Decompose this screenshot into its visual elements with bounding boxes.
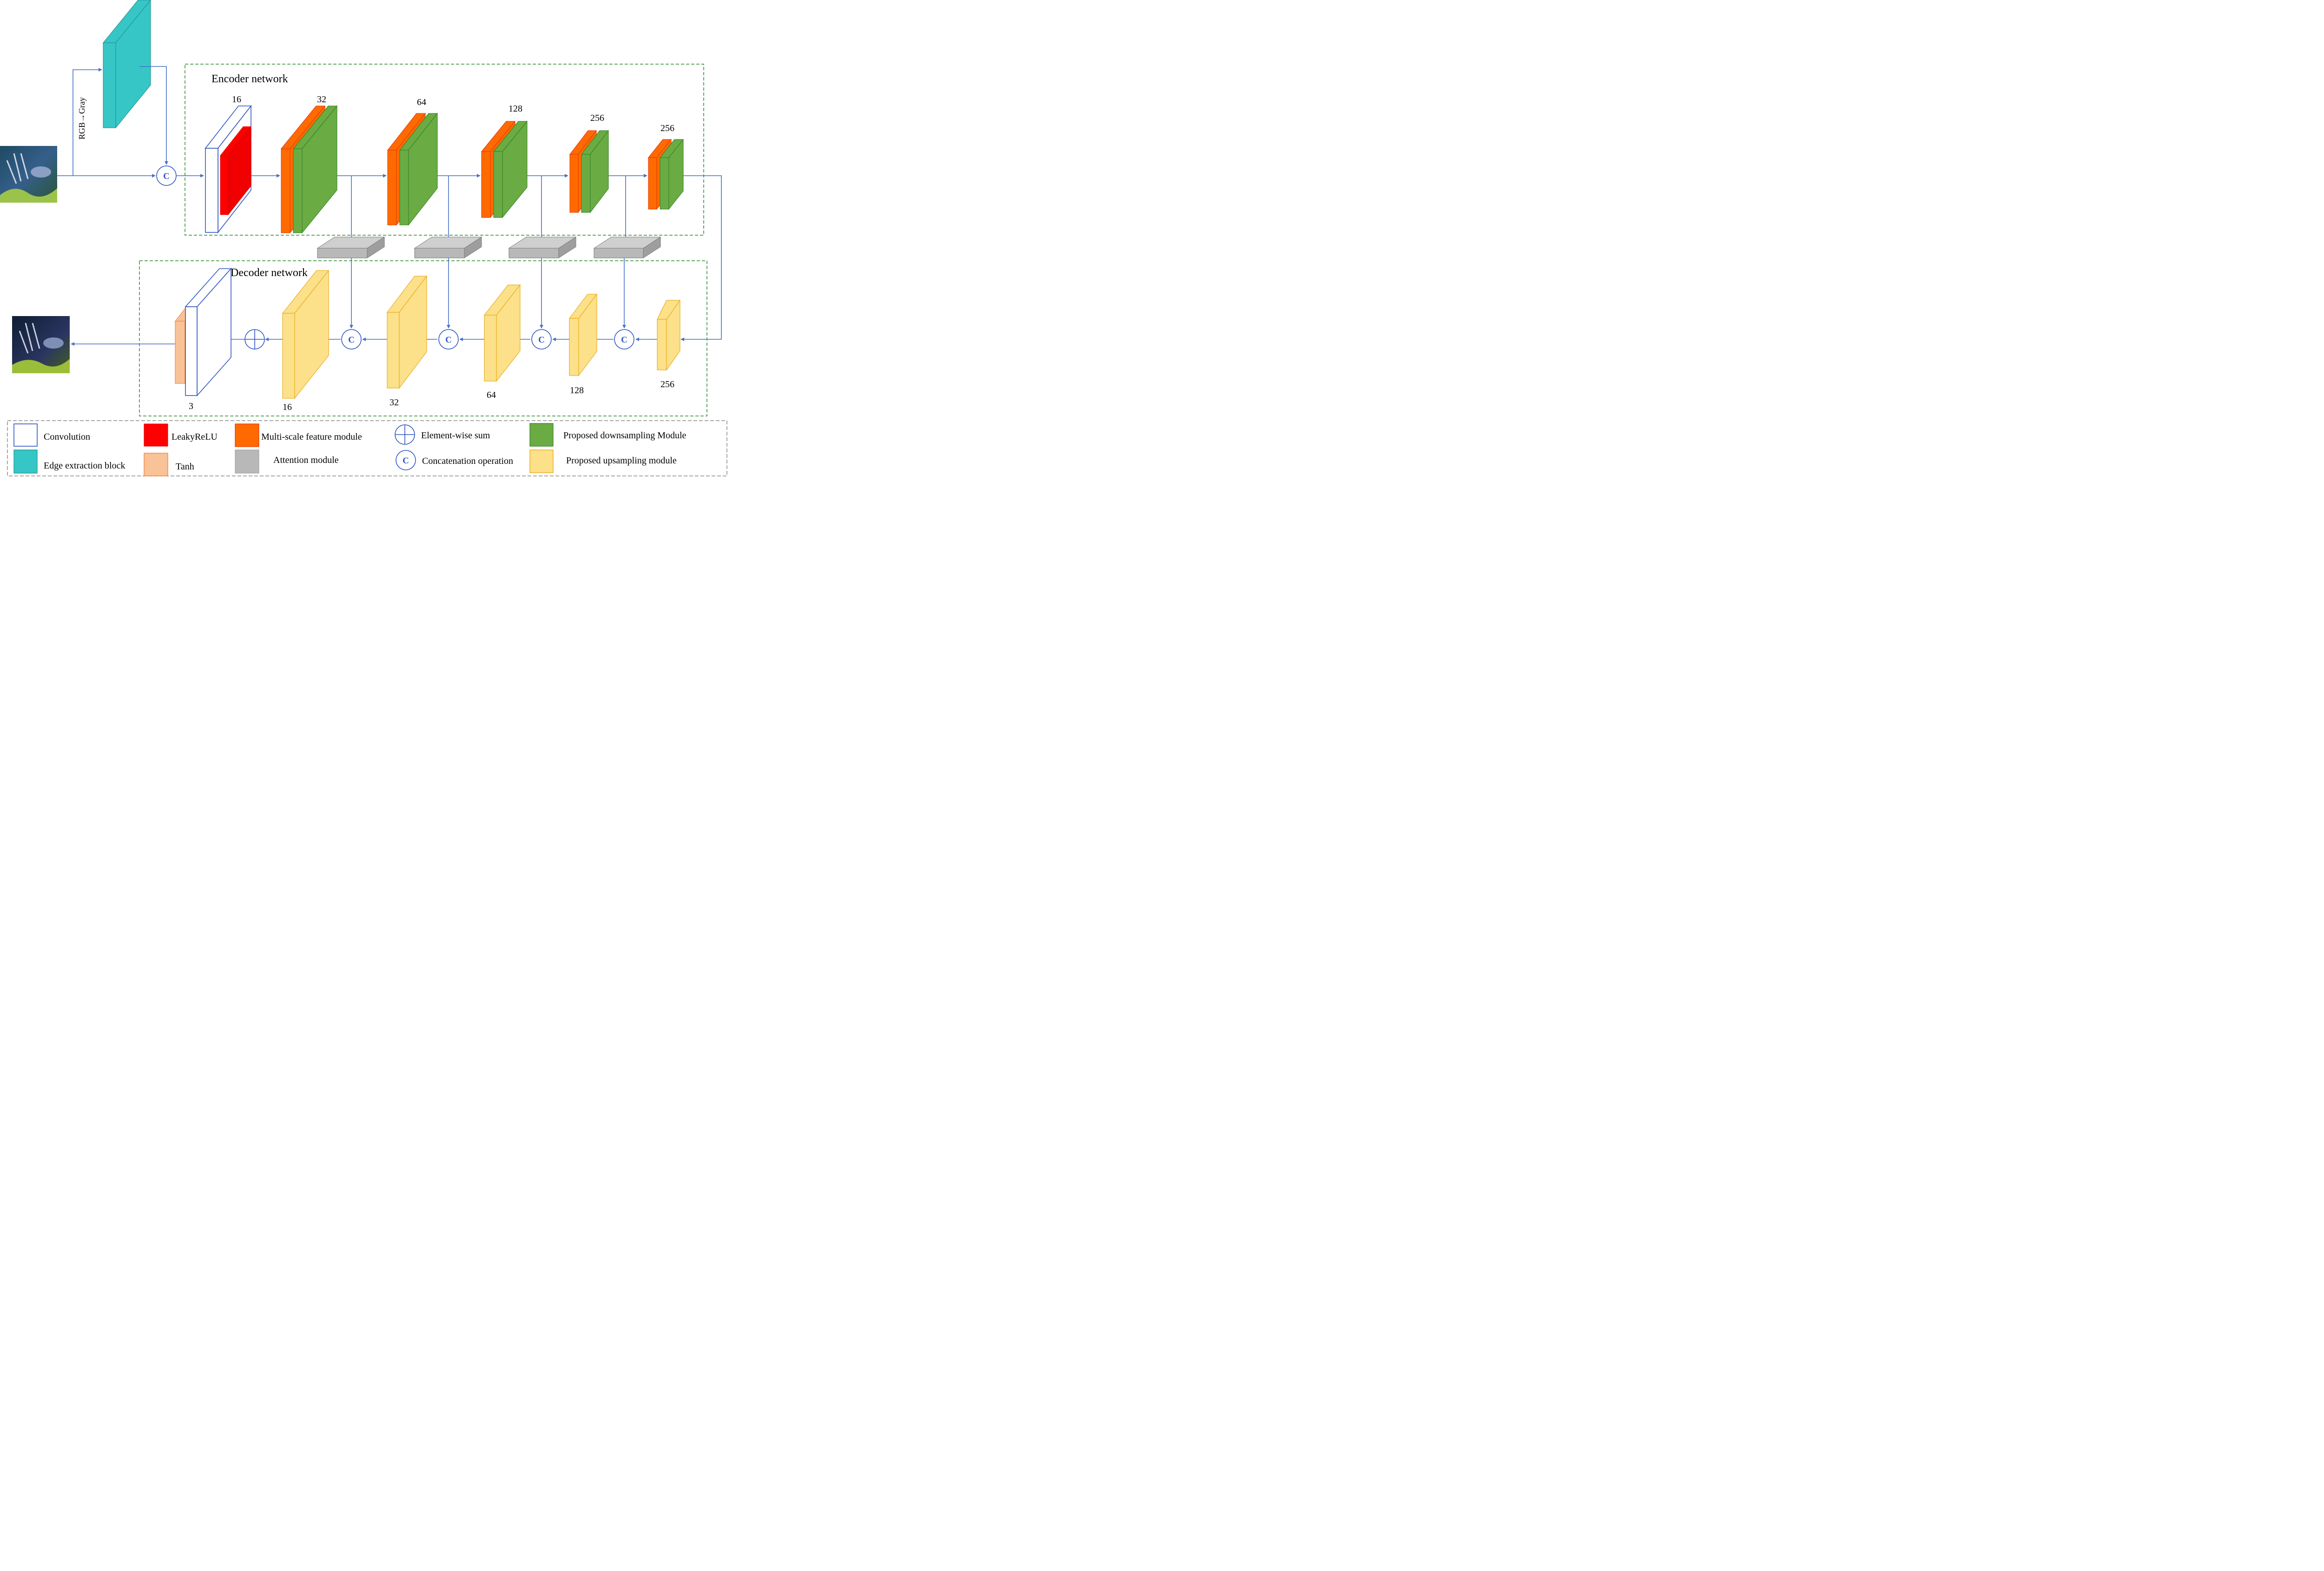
legend-label: Attention module [273,455,339,465]
concat-node: C [156,165,177,186]
encoder-channel-label: 128 [508,104,522,114]
decoder-channel-label: 16 [283,402,292,412]
encoder-channel-label: 256 [660,123,674,133]
legend-item-multiscale: Multi-scale feature module [235,423,362,447]
legend-swatch-tanh [144,453,168,476]
decoder-channel-label: 32 [390,397,399,408]
decoder-section-border [139,260,707,416]
decoder-output-conv-3 [174,267,232,397]
svg-text:C: C [403,456,409,466]
legend-label: Proposed upsampling module [566,455,677,466]
decoder-upsampling-256 [657,299,680,371]
encoder-block-64 [387,112,438,226]
legend-label: Convolution [44,432,90,442]
attention-module [317,237,385,258]
legend-label: Tanh [176,462,194,472]
svg-text:C: C [163,172,170,181]
encoder-flow-lines [57,66,722,341]
decoder-channel-label: 128 [570,385,584,396]
encoder-channel-label: 32 [317,94,326,105]
network-architecture-diagram: Encoder network Decoder network RGB→Gray [0,0,727,476]
legend-item-element-sum: Element-wise sum [395,424,490,445]
decoder-upsampling-16 [282,270,330,399]
output-image [12,316,70,373]
legend-swatch-downsampling [529,423,554,447]
legend-border [7,420,727,476]
legend-swatch-concat-icon: C [396,450,416,470]
concat-node: C [531,329,552,350]
edge-extraction-block [102,0,151,129]
encoder-block-32 [280,105,338,234]
decoder-channel-label: 64 [487,390,496,400]
legend-swatch-edge-extraction [13,449,38,474]
encoder-title: Encoder network [211,73,288,85]
legend-item-downsampling: Proposed downsampling Module [529,423,687,447]
encoder-section-border [185,64,704,236]
encoder-conv-16 [205,105,252,234]
decoder-upsampling-64 [483,284,521,382]
svg-text:C: C [621,335,627,345]
encoder-channel-label: 64 [417,97,426,107]
legend-item-tanh: Tanh [144,453,194,476]
encoder-block-256-b [647,139,684,210]
attention-module [414,237,482,258]
legend-item-upsampling: Proposed upsampling module [529,449,677,473]
legend-label: Proposed downsampling Module [563,430,687,441]
legend-swatch-leaky-relu [144,423,168,447]
decoder-upsampling-128 [569,293,597,376]
input-image [0,146,57,203]
legend-item-leaky-relu: LeakyReLU [144,423,218,447]
legend-item-convolution: Convolution [13,423,90,447]
decoder-channel-label: 3 [189,401,193,411]
decoder-title: Decoder network [231,267,308,279]
legend-swatch-element-sum-icon [395,424,415,445]
legend-item-attention: Attention module [235,449,339,474]
legend-swatch-upsampling [529,449,554,473]
legend-swatch-attention [235,449,259,474]
decoder-channel-label: 256 [660,379,674,389]
legend-item-concatenation: C Concatenation operation [396,450,513,470]
legend-label: LeakyReLU [172,432,218,442]
encoder-channel-label: 16 [232,94,241,105]
concat-node: C [341,329,362,350]
concat-node: C [438,329,459,350]
svg-text:C: C [538,335,545,345]
decoder-upsampling-32 [386,275,428,389]
encoder-channel-label: 256 [590,113,604,123]
element-wise-sum-node [244,329,265,350]
encoder-block-128 [481,120,528,218]
legend-swatch-convolution [13,423,38,447]
legend-label: Multi-scale feature module [261,432,362,442]
svg-text:C: C [348,335,355,345]
rgb-to-gray-label: RGB→Gray [77,97,86,139]
encoder-block-256-a [569,130,609,213]
legend-label: Edge extraction block [44,461,125,471]
attention-module [508,237,577,258]
legend-item-edge-extraction: Edge extraction block [13,449,125,474]
attention-module [593,237,661,258]
concat-node: C [614,329,634,350]
legend-label: Element-wise sum [421,430,490,441]
legend-label: Concatenation operation [422,456,513,466]
legend-swatch-multiscale [235,423,259,447]
svg-text:C: C [445,335,452,345]
